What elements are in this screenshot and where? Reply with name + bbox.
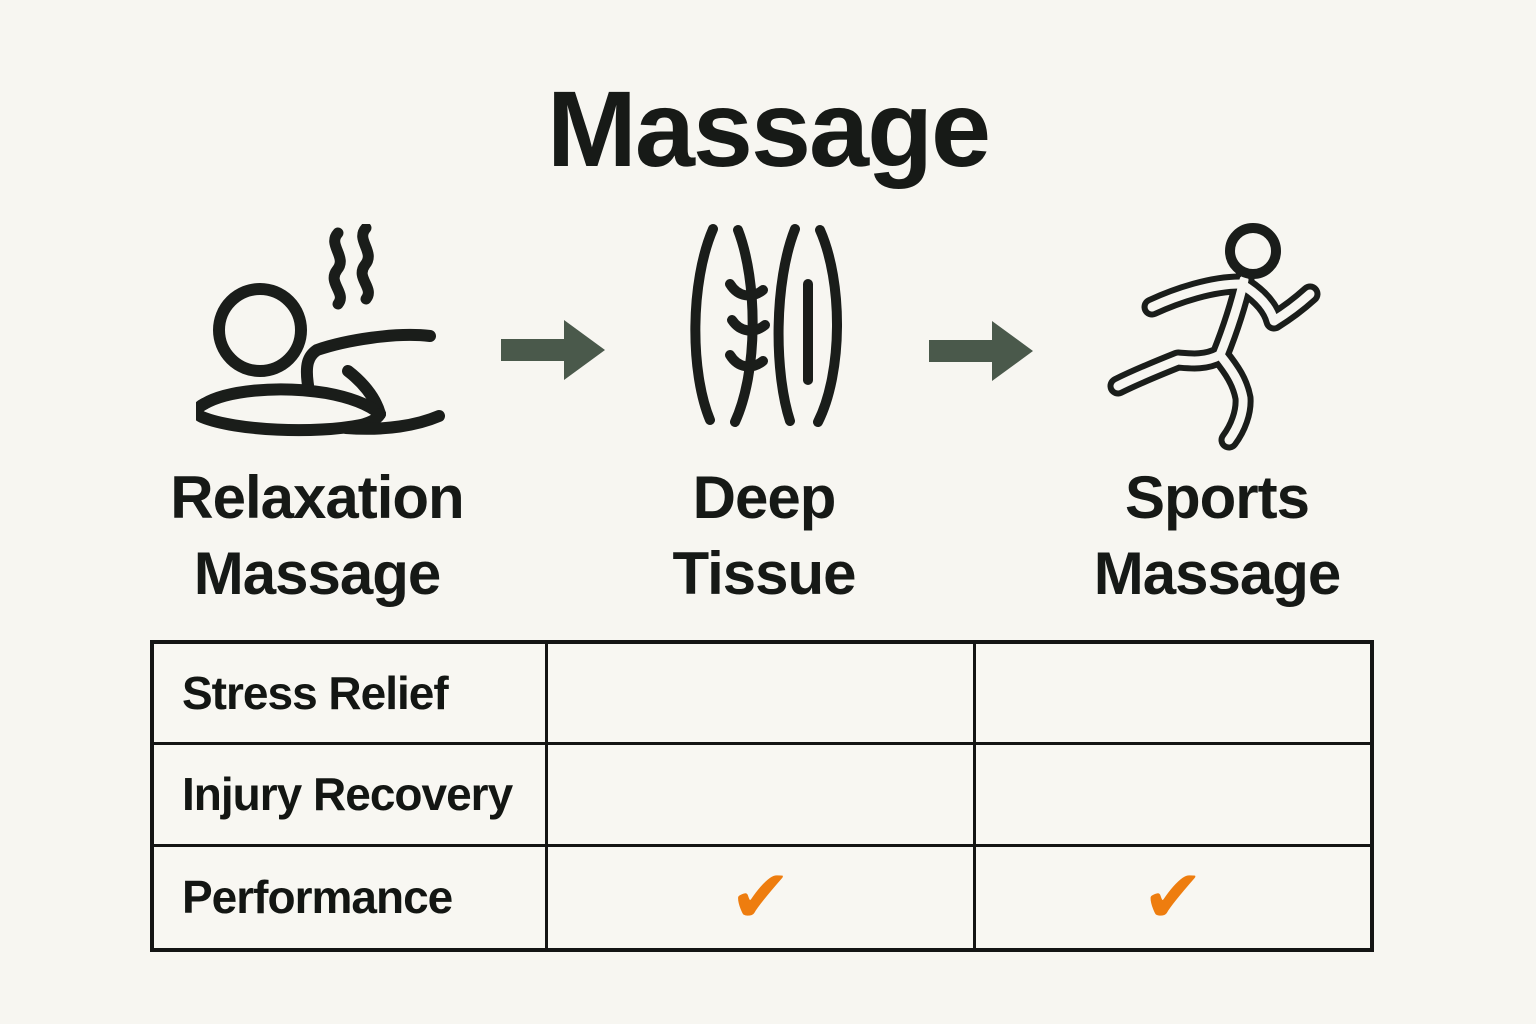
check-icon: ✔	[548, 846, 976, 948]
page-title: Massage	[546, 68, 991, 189]
running-person-icon	[1107, 223, 1321, 451]
comparison-table: Stress Relief Injury Recovery Performanc…	[150, 640, 1374, 952]
muscle-fibers-icon	[690, 224, 842, 427]
check-icon: ✔	[1141, 855, 1204, 939]
cell-stress-relief-deep-tissue	[548, 644, 976, 746]
step-label-relaxation-massage: Relaxation Massage	[170, 464, 464, 607]
cell-injury-recovery-deep-tissue	[548, 745, 976, 847]
row-label-stress-relief: Stress Relief	[154, 644, 548, 746]
step-label-deep-tissue: Deep Tissue	[672, 464, 857, 607]
row-label-injury-recovery: Injury Recovery	[154, 745, 548, 847]
relaxing-person-icon	[196, 224, 445, 437]
arrow-right-icon	[929, 321, 1033, 381]
cell-stress-relief-sports-massage	[976, 644, 1370, 746]
row-label-performance: Performance	[154, 846, 548, 948]
step-label-sports-massage: Sports Massage	[1093, 464, 1341, 607]
arrow-right-icon	[501, 320, 605, 380]
cell-injury-recovery-sports-massage	[976, 745, 1370, 847]
